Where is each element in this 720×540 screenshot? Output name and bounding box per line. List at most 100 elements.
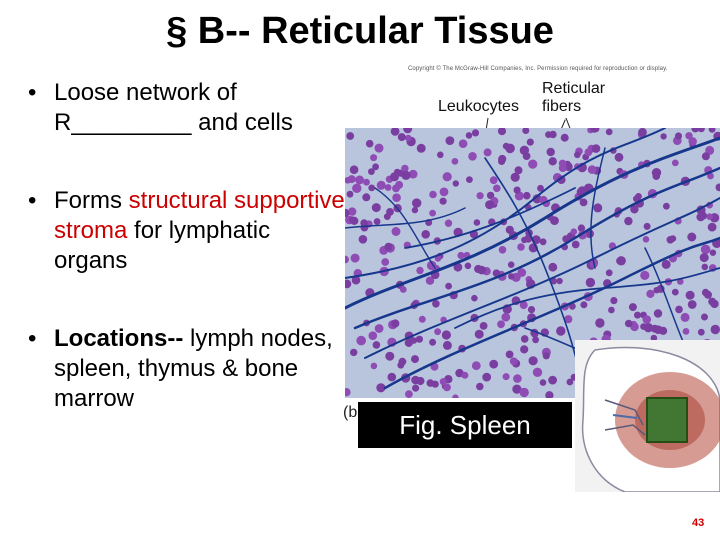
leukocyte-dot — [464, 262, 472, 270]
leukocyte-dot — [429, 190, 437, 199]
leukocyte-dot — [429, 338, 437, 346]
leukocyte-dot — [537, 184, 544, 192]
leukocyte-dot — [643, 222, 651, 230]
leukocyte-dot — [550, 216, 559, 225]
leukocyte-dot — [685, 290, 695, 300]
leukocyte-dot — [638, 128, 647, 137]
leukocyte-dot — [502, 373, 510, 381]
leukocyte-dot — [542, 352, 550, 360]
leukocyte-dot — [517, 243, 525, 251]
leukocyte-dot — [368, 331, 378, 340]
leukocyte-dot — [457, 251, 465, 260]
leukocyte-dot — [351, 275, 361, 285]
leukocyte-dot — [493, 184, 501, 193]
leukocyte-dot — [391, 227, 401, 236]
leukocyte-dot — [349, 165, 359, 174]
leukocyte-dot — [412, 384, 420, 392]
leukocyte-dot — [704, 290, 712, 299]
leukocyte-dot — [706, 213, 713, 220]
label-leader-lines — [483, 117, 576, 140]
slide-title: § B-- Reticular Tissue — [166, 10, 554, 52]
leukocyte-dot — [399, 286, 407, 293]
leukocyte-dot — [489, 176, 498, 185]
leukocyte-dot — [410, 337, 418, 344]
leukocyte-dot — [710, 324, 720, 335]
copyright-notice: Copyright © The McGraw-Hill Companies, I… — [408, 66, 668, 72]
leukocyte-dot — [437, 151, 444, 159]
leukocyte-dot — [507, 261, 515, 268]
leukocyte-dot — [616, 256, 626, 266]
leukocyte-dot — [661, 259, 671, 269]
page-number: 43 — [692, 517, 705, 529]
leukocyte-dot — [634, 311, 641, 319]
leukocyte-dot — [509, 357, 518, 366]
leukocyte-dot — [474, 329, 484, 339]
leukocyte-dot — [391, 319, 400, 328]
leukocyte-dot — [539, 238, 547, 246]
leukocyte-dot — [614, 152, 624, 162]
leukocyte-dot — [605, 128, 613, 136]
leukocyte-dot — [368, 184, 376, 192]
leukocyte-dot — [550, 277, 558, 285]
leukocyte-dot — [471, 129, 480, 137]
leukocyte-dot — [519, 301, 528, 310]
leukocyte-dot — [372, 341, 381, 349]
leukocyte-dot — [585, 277, 596, 288]
leukocyte-dot — [642, 315, 652, 324]
leukocyte-dot — [415, 335, 423, 343]
leukocyte-dot — [624, 319, 633, 328]
leukocyte-dot — [671, 159, 679, 167]
leukocyte-dot — [451, 158, 459, 165]
leukocyte-dot — [466, 176, 473, 183]
leukocyte-dot — [355, 175, 365, 185]
leukocyte-dot — [403, 128, 413, 134]
leukocyte-dot — [608, 306, 615, 314]
leukocyte-dot — [556, 326, 566, 336]
leukocyte-dot — [471, 294, 478, 302]
leukocyte-dot — [497, 320, 505, 329]
leukocyte-dot — [539, 379, 547, 386]
leukocyte-dot — [476, 382, 484, 391]
leukocyte-dot — [699, 253, 709, 263]
leukocyte-dot — [610, 297, 618, 305]
leukocyte-dot — [528, 159, 538, 169]
bullet-text: for lymphatic organs — [54, 217, 271, 274]
leukocyte-dot — [445, 136, 455, 145]
leukocyte-dot — [660, 133, 667, 140]
leukocyte-dot — [605, 269, 613, 277]
leukocyte-dot — [358, 235, 368, 244]
leukocyte-dot — [374, 143, 384, 153]
leukocyte-dot — [593, 203, 603, 213]
leukocyte-dot — [395, 180, 404, 189]
leukocyte-dot — [548, 262, 558, 272]
leukocyte-dot — [348, 216, 356, 224]
leukocyte-dot — [443, 383, 451, 392]
leukocyte-dot — [669, 235, 677, 242]
leukocyte-dot — [556, 277, 563, 285]
leukocyte-dot — [393, 168, 401, 176]
leukocyte-dot — [356, 335, 366, 346]
leukocyte-dot — [520, 345, 529, 354]
leukocyte-dot — [368, 168, 375, 175]
reticular-micrograph — [345, 128, 720, 398]
leukocyte-dot — [688, 137, 697, 146]
leukocyte-dot — [412, 198, 422, 208]
leukocyte-dot — [685, 132, 693, 140]
leukocyte-dot — [546, 147, 555, 157]
leukocyte-dot — [392, 193, 401, 202]
leukocyte-dot — [346, 190, 354, 198]
leukocyte-dot — [384, 184, 392, 191]
leukocyte-dot — [401, 170, 411, 180]
leukocyte-dot — [421, 230, 430, 239]
leukocyte-dot — [453, 262, 463, 272]
leukocyte-dot — [376, 180, 386, 190]
bullet-marker: • — [28, 187, 37, 214]
leukocyte-dot — [579, 198, 588, 207]
leukocyte-dot — [640, 323, 647, 330]
leukocyte-dot — [397, 133, 406, 142]
leukocyte-dot — [558, 159, 567, 168]
leukocyte-dot — [532, 336, 539, 344]
leukocyte-dot — [411, 375, 420, 385]
leukocyte-dot — [372, 163, 379, 171]
leukocyte-dot — [486, 191, 495, 200]
